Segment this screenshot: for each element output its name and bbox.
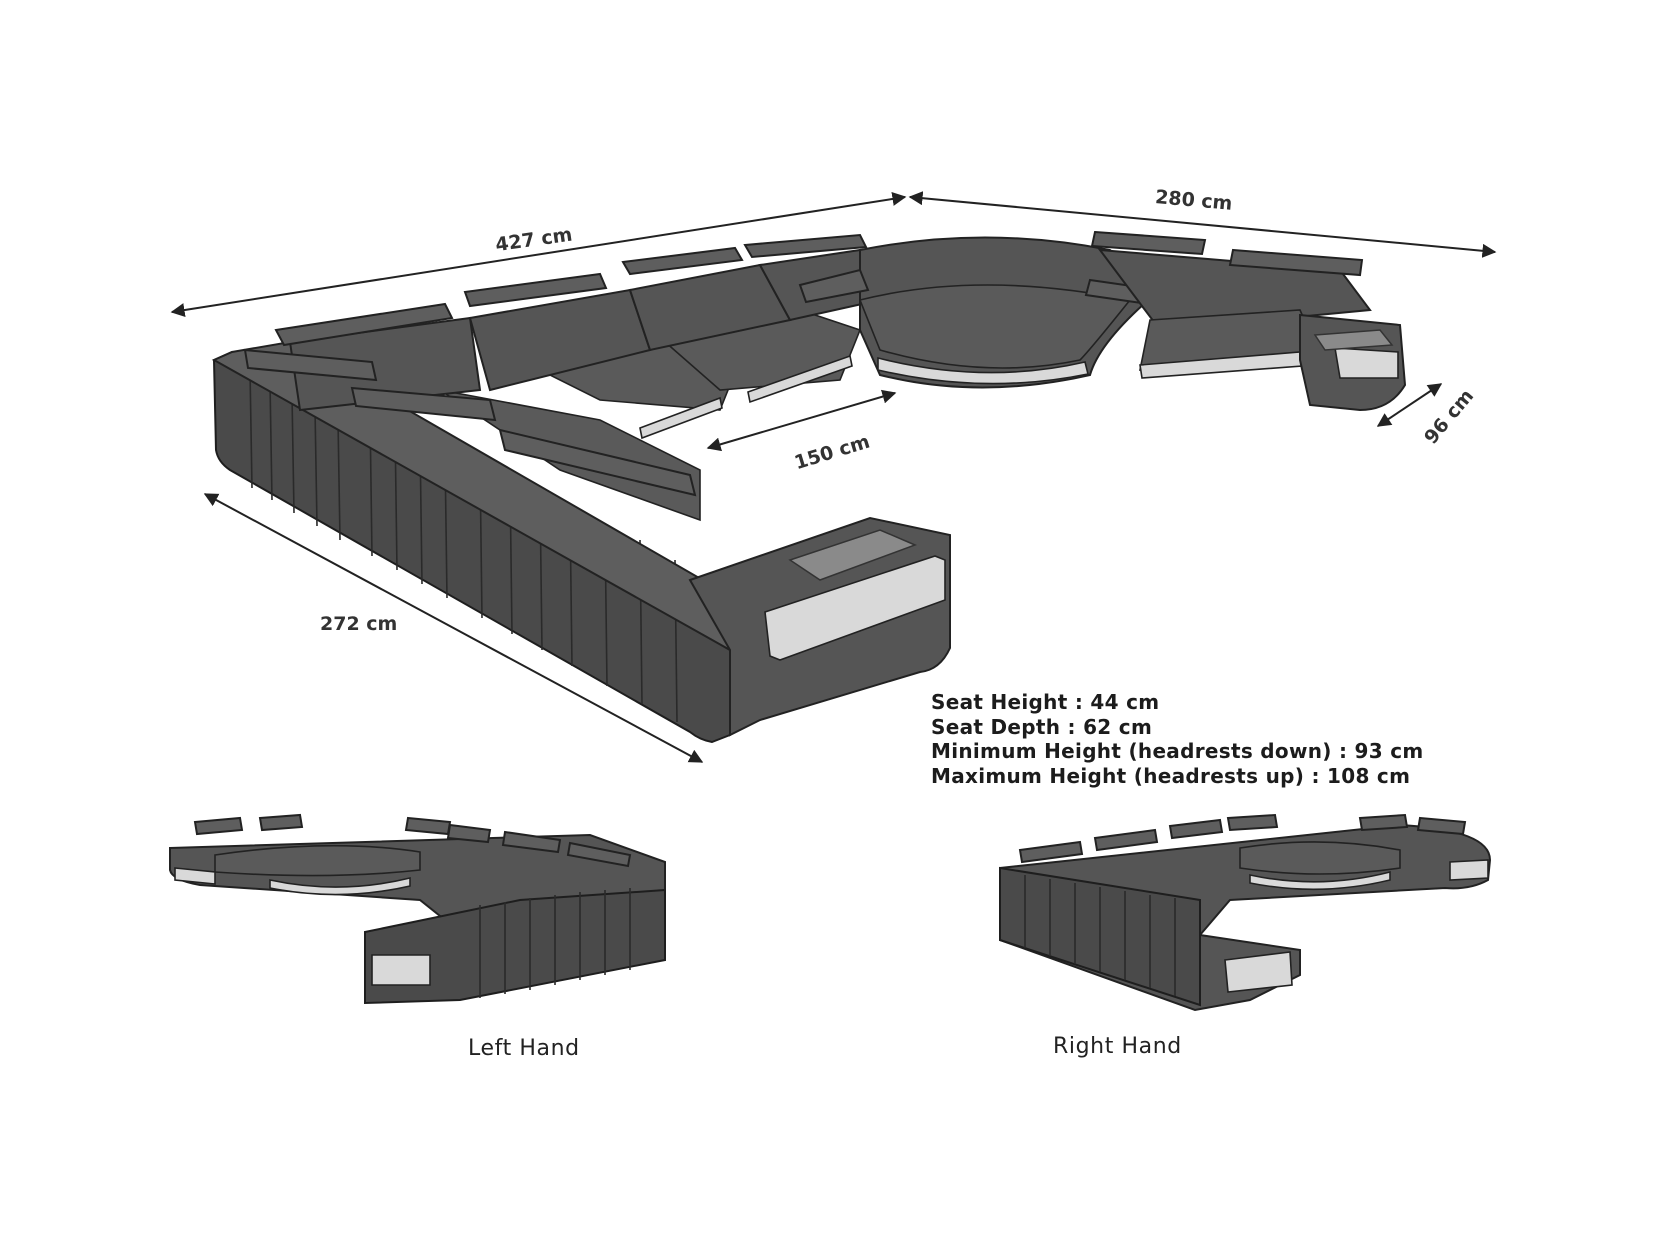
dimension-150: 150 cm xyxy=(792,431,872,475)
specifications: Seat Height : 44 cm Seat Depth : 62 cm M… xyxy=(931,690,1424,788)
spec-min-height: Minimum Height (headrests down) : 93 cm xyxy=(931,739,1424,763)
dimension-272: 272 cm xyxy=(320,613,397,635)
main-sofa-drawing xyxy=(211,230,1407,744)
spec-seat-depth: Seat Depth : 62 cm xyxy=(931,714,1153,739)
right-hand-sofa-drawing xyxy=(999,813,1492,1012)
spec-seat-height: Seat Height : 44 cm xyxy=(931,690,1160,714)
dimension-arrows xyxy=(170,191,1497,763)
dimension-280: 280 cm xyxy=(1154,186,1233,215)
left-hand-label: Left Hand xyxy=(468,1036,580,1061)
right-hand-label: Right Hand xyxy=(1053,1034,1182,1059)
left-hand-sofa-drawing xyxy=(169,813,666,1005)
spec-max-height: Maximum Height (headrests up) : 108 cm xyxy=(931,763,1411,788)
dimension-96: 96 cm xyxy=(1420,385,1478,448)
